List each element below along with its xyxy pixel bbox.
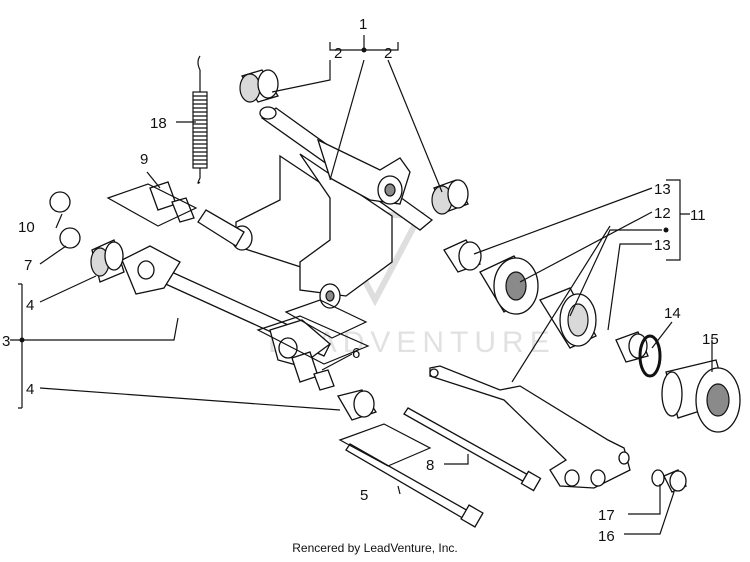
callout-13-lower: 13 [654, 237, 671, 254]
bushing-upper-right [431, 179, 469, 215]
callout-7: 7 [24, 257, 32, 274]
callout-4-lower: 4 [26, 381, 34, 398]
callout-8: 8 [426, 457, 434, 474]
callout-16: 16 [598, 528, 615, 545]
nut-10 [49, 191, 71, 213]
callout-17: 17 [598, 507, 615, 524]
callout-4-upper: 4 [26, 297, 34, 314]
pin-6 [291, 351, 335, 391]
callout-9: 9 [140, 151, 148, 168]
leader-lines [10, 35, 713, 535]
roller-15 [661, 359, 741, 433]
spacer-13-lower [615, 331, 649, 363]
washer-17 [651, 469, 665, 487]
bushing-upper-left [239, 69, 279, 103]
spring-part [192, 55, 208, 184]
group-dots [19, 47, 669, 343]
callout-labels: 1 2 2 18 9 10 7 4 3 4 6 8 5 13 12 11 13 … [2, 16, 719, 545]
callout-13-upper: 13 [654, 181, 671, 198]
bushing-4-left [90, 239, 125, 283]
callout-14: 14 [664, 305, 681, 322]
callout-11: 11 [690, 207, 706, 224]
snap-ring-14 [638, 334, 662, 378]
bolt-5 [345, 443, 484, 528]
callout-15: 15 [702, 331, 719, 348]
callout-2-right: 2 [384, 45, 392, 62]
callout-3: 3 [2, 333, 10, 350]
callout-10: 10 [18, 219, 35, 236]
bolt-8 [403, 407, 542, 492]
callout-5: 5 [360, 487, 368, 504]
assembly-outlines [106, 183, 432, 467]
pin-9 [149, 181, 195, 223]
callout-2-left: 2 [334, 45, 342, 62]
bearing-12 [479, 255, 539, 315]
lower-shaft [121, 245, 332, 367]
bushing-4-right [337, 389, 377, 421]
callout-6: 6 [352, 345, 360, 362]
bracket-plate [429, 365, 631, 489]
swing-arm-frame [197, 138, 411, 309]
sleeve-11 [539, 287, 597, 349]
washer-7 [59, 227, 81, 249]
callout-18: 18 [150, 115, 167, 132]
spacer-13-upper [443, 239, 482, 273]
callout-1: 1 [359, 16, 367, 33]
footer-credit: Rencered by LeadVenture, Inc. [292, 541, 458, 555]
cap-nut-16 [663, 469, 687, 493]
callout-12: 12 [654, 205, 671, 222]
